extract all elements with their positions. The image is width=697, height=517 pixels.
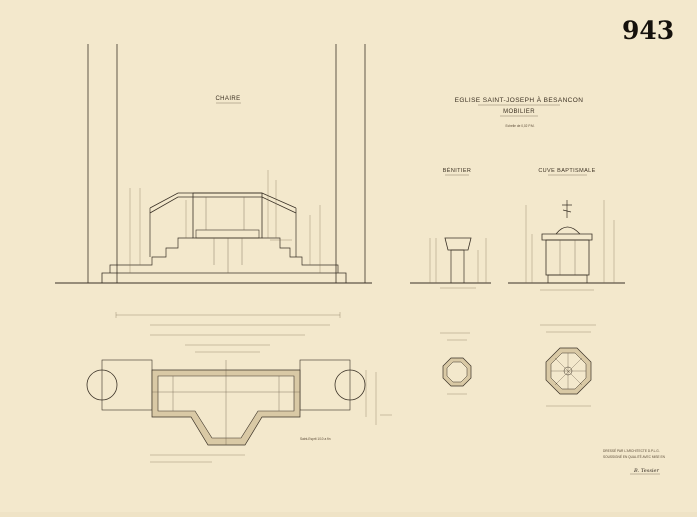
cuve-elevation — [525, 200, 615, 291]
sheet-number: 943 — [622, 16, 674, 45]
title-scale: Echelle de 0,02 P.M. — [505, 124, 534, 128]
title-block: EGLISE SAINT-JOSEPH À BESANCON MOBILIER … — [455, 95, 584, 128]
signature-line2: SOUSSIGNÉ EN QUALITÉ AVEC MISE EN — [603, 454, 666, 459]
chaire-label: CHAIRE — [215, 96, 240, 102]
signature: B. Tessier — [633, 468, 659, 474]
benitier-plan — [440, 332, 472, 395]
chaire-elevation — [101, 170, 347, 283]
title-line1: EGLISE SAINT-JOSEPH À BESANCON — [455, 95, 584, 104]
cuve-label: CUVE BAPTISMALE — [538, 168, 595, 174]
cuve-plan — [540, 324, 596, 407]
benitier-elevation — [429, 237, 487, 289]
signature-block: DRESSÉ PAR L'ARCHITECTE D.P.L.G. SOUSSIG… — [603, 448, 666, 475]
chaire-plan: Saint-Esprit 1/10 a fin — [86, 312, 392, 463]
benitier-label: BÉNITIER — [443, 167, 472, 174]
plan-note: Saint-Esprit 1/10 a fin — [300, 437, 331, 441]
pillars — [87, 44, 366, 283]
signature-line1: DRESSÉ PAR L'ARCHITECTE D.P.L.G. — [603, 448, 660, 453]
title-line2: MOBILIER — [503, 109, 535, 115]
